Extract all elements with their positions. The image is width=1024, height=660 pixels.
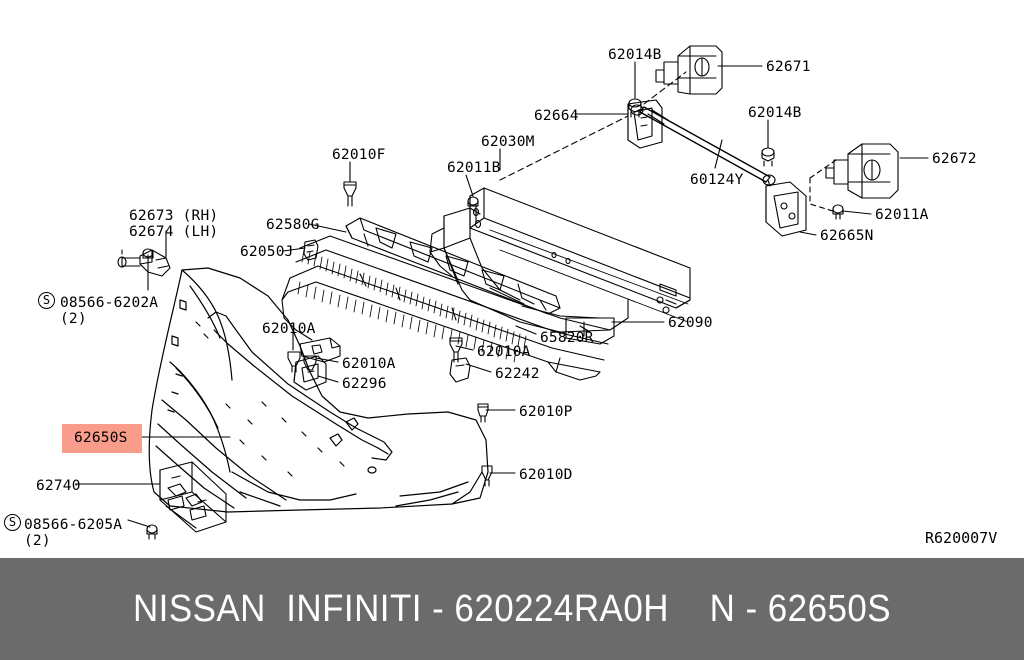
callout-62296: 62296 [342,376,387,392]
part-62672 [809,143,899,213]
diagram-canvas: 62014B 62671 62664 62014B 62030M 62672 6… [4,45,998,549]
part-08566-6202a [142,248,154,259]
part-62010f [343,181,357,207]
s-marker-icon-top: S [38,292,55,309]
part-62090 [429,207,629,345]
part-62010a-left [287,351,301,373]
callout-08566-6202a-qty: (2) [60,311,87,327]
callout-62014b-right: 62014B [748,105,802,121]
part-62673-62674 [117,249,171,277]
callout-62010a-left: 62010A [262,321,316,337]
diagram-reference-code: R620007V [925,529,998,547]
part-62665n [765,179,807,237]
part-62050j [303,239,319,261]
callout-62010a-mid: 62010A [342,356,396,372]
part-62010a-right [449,337,463,363]
callout-62673-rh: 62673 (RH) [129,208,219,224]
callout-62014b-top: 62014B [608,47,662,63]
construction-lines [499,71,687,181]
part-62242 [449,357,471,383]
callout-62010p: 62010P [519,404,573,420]
callout-62010f: 62010F [332,147,386,163]
callout-62665n: 62665N [820,228,874,244]
part-08566-6205a [146,524,158,540]
footer-part-title: NISSAN INFINITI - 620224RA0H N - 62650S [132,587,892,630]
callout-62650s-highlighted[interactable]: 62650S [62,424,142,453]
callout-62671: 62671 [766,59,811,75]
part-62664 [627,99,663,149]
callout-08566-6202a: 08566-6202A [60,295,159,311]
part-62580g [345,217,561,315]
part-60124y [630,104,776,186]
callout-62664: 62664 [534,108,579,124]
callout-08566-6205a-qty: (2) [24,533,51,549]
callout-65820r: 65820R [540,330,594,346]
part-62671 [655,45,723,95]
callout-60124y: 60124Y [690,172,744,188]
callout-62740: 62740 [36,478,81,494]
leader-lines [75,61,929,528]
callout-62090: 62090 [668,315,713,331]
part-62011a [832,204,844,220]
part-62650s [148,267,489,513]
callout-62011a: 62011A [875,207,929,223]
part-62740 [159,461,227,533]
callout-62672: 62672 [932,151,977,167]
part-65820r [281,235,611,381]
callout-62580g: 62580G [266,217,320,233]
callout-62010d: 62010D [519,467,573,483]
part-62014b-right [761,147,775,167]
callout-62242: 62242 [495,366,540,382]
part-62010a-mid [303,355,317,371]
s-marker-icon-bottom: S [4,514,21,531]
callout-62674-lh: 62674 (LH) [129,224,219,240]
footer-bar: NISSAN INFINITI - 620224RA0H N - 62650S [0,558,1024,660]
callout-62010a-right: 62010A [477,344,531,360]
part-62296 [293,337,341,391]
callout-08566-6205a: 08566-6205A [24,517,123,533]
callout-62030m: 62030M [481,134,535,150]
part-62010p [477,403,489,423]
callout-62050j: 62050J [240,244,294,260]
diagram-linework [75,45,929,540]
callout-62011b: 62011B [447,160,501,176]
part-62030m [469,187,691,323]
